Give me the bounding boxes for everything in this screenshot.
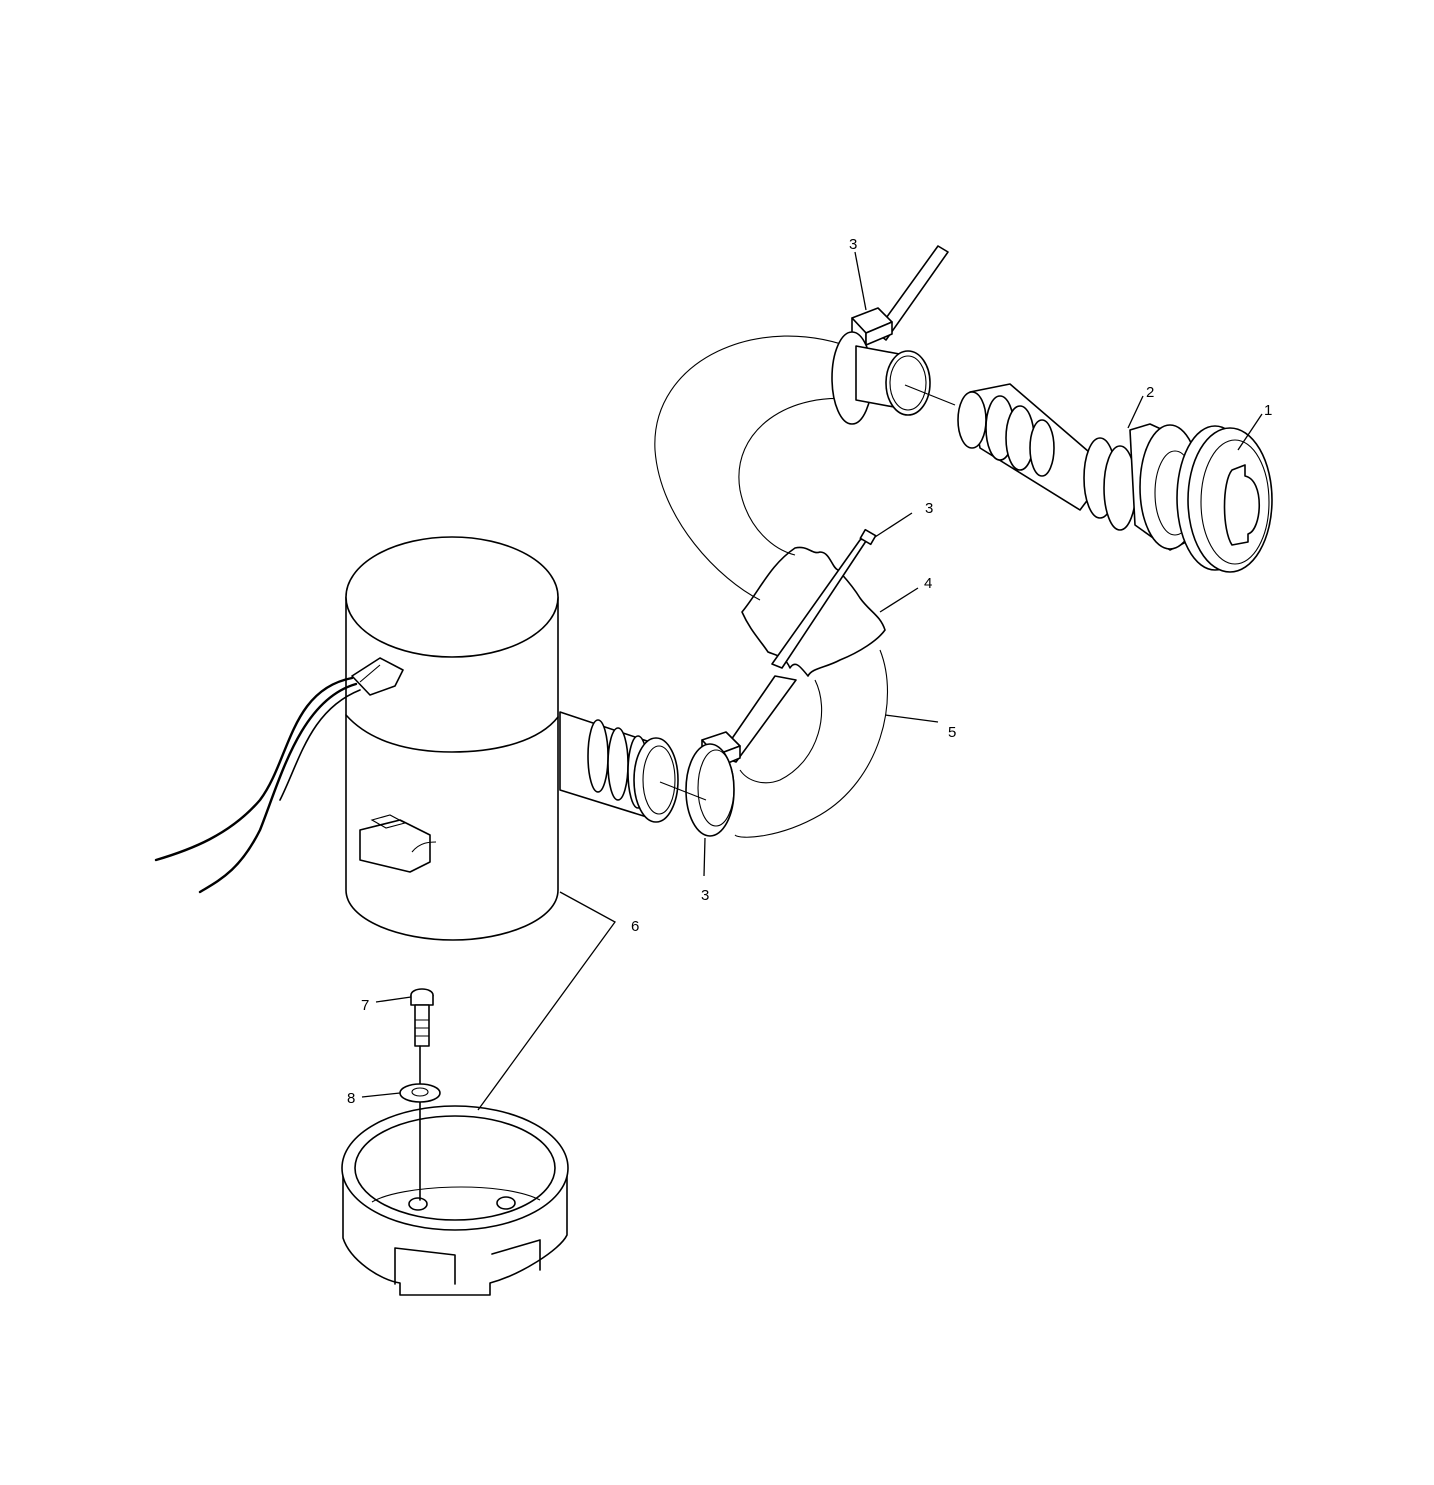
strainer-base [341,1105,569,1296]
callout-5: 5 [948,724,957,741]
callout-8: 8 [347,1090,356,1107]
callout-3-lower: 3 [701,887,710,904]
pump-body [345,536,707,941]
hose-end-top [855,345,956,416]
thru-hull-fitting [957,383,1137,531]
callout-1: 1 [1264,402,1273,419]
cable-tie-lower [685,675,797,837]
callout-2: 2 [1146,384,1155,401]
callout-3-top: 3 [849,236,858,253]
callout-7: 7 [361,997,370,1014]
callout-3-middle: 3 [925,500,934,517]
screw [410,988,434,1201]
fitting-flange [1176,425,1273,573]
callout-4: 4 [924,575,933,592]
cable-tie-middle [771,528,877,669]
callout-6: 6 [631,918,640,935]
leader-lines [361,251,1263,1111]
hose [654,335,889,838]
washer [399,1083,441,1103]
pump-wires [154,676,361,894]
